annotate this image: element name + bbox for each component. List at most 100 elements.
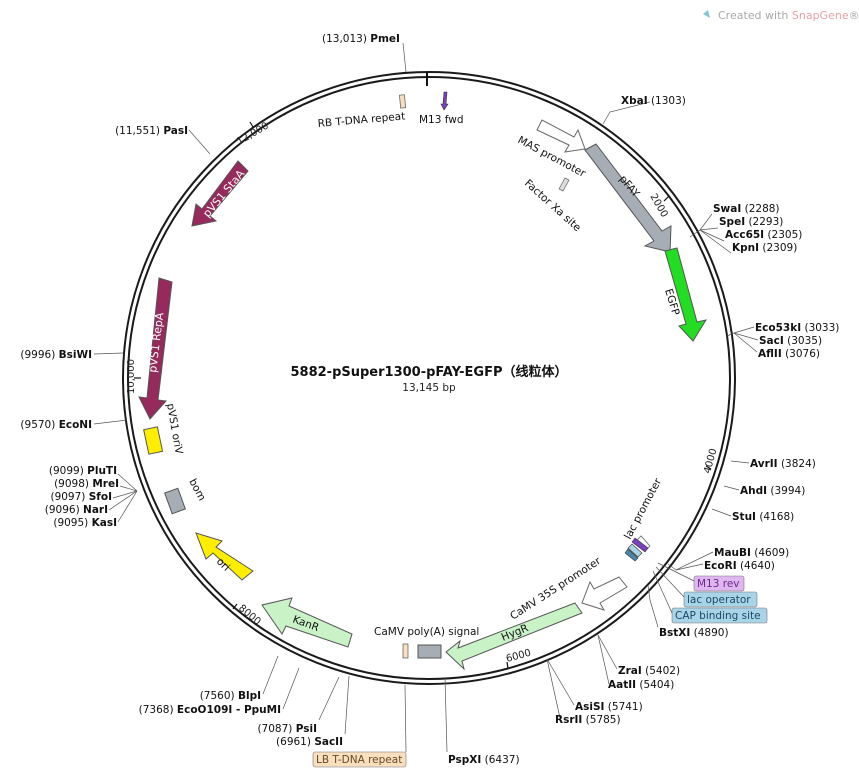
backbone-inner [127,76,731,680]
camv35s-arrow [581,576,628,611]
svg-text:(6961) SacII: (6961) SacII [276,736,343,748]
svg-text:Eco53kI (3033): Eco53kI (3033) [755,322,839,334]
svg-text:AflII (3076): AflII (3076) [758,348,820,360]
camv-polya-label: CaMV poly(A) signal [374,626,479,638]
hygr-arrow [445,602,583,671]
svg-text:SpeI (2293): SpeI (2293) [719,216,783,228]
site-bsiwi: (9996) BsiWI [20,349,92,361]
site-kpni: KpnI (2309) [732,242,797,254]
ruler-tick [232,603,238,610]
site-blpi: (7560) BlpI [200,690,261,702]
pfay-arrow [584,143,672,253]
svg-text:(9097) SfoI: (9097) SfoI [50,491,112,503]
ruler-tick [249,121,254,128]
backbone-outer [122,71,736,685]
svg-text:StuI (4168): StuI (4168) [732,511,794,523]
rb-tdna-label: RB T-DNA repeat [317,110,405,130]
m13-fwd-label: M13 fwd [419,114,464,126]
pvs1-repa-arrow [138,277,173,420]
m13-rev-tag: M13 rev [693,575,745,592]
m13-rev-arrow [631,537,649,553]
ruler [134,121,712,669]
site-spei: SpeI (2293) [719,216,783,228]
svg-text:(9095) KasI: (9095) KasI [53,517,117,529]
svg-text:SacI (3035): SacI (3035) [759,335,822,347]
watermark-text: Created with SnapGene® [718,9,859,22]
watermark: Created with SnapGene® [703,9,859,22]
rb-tdna-box [399,94,406,109]
svg-text:BstXI (4890): BstXI (4890) [659,627,729,639]
snapgene-logo-icon [703,10,710,18]
site-asisi: AsiSI (5741) [575,701,643,713]
lb-tdna-text: LB T-DNA repeat [316,754,402,766]
site-sfoi: (9097) SfoI [50,491,112,503]
grey-box-6400 [417,644,442,659]
svg-text:(7560) BlpI: (7560) BlpI [200,690,261,702]
lb-tdna-tag: LB T-DNA repeat [312,751,407,768]
site-avrii: AvrII (3824) [750,458,816,470]
egfp-arrow [664,247,708,342]
lac-promoter-label: lac promoter [622,476,664,542]
hygr-label: HygR [500,622,531,644]
kanr-arrow [261,597,353,648]
ruler-label-8000: 8000 [236,603,263,628]
site-rsrii: RsrII (5785) [555,714,621,726]
site-pluti: (9099) PluTI [49,465,117,477]
svg-text:AvrII (3824): AvrII (3824) [750,458,816,470]
svg-text:AsiSI (5741): AsiSI (5741) [575,701,643,713]
pvs1-oriv-label: pVS1 oriV [164,402,185,455]
site-ahdi: AhdI (3994) [740,485,805,497]
ruler-tick [506,661,509,669]
svg-text:PspXI (6437): PspXI (6437) [448,754,520,766]
site-zrai: ZraI (5402) [618,665,680,677]
site-pspxi: PspXI (6437) [448,754,520,766]
site-ecori: EcoRI (4640) [704,560,775,572]
site-saci: SacI (3035) [759,335,822,347]
svg-text:MauBI (4609): MauBI (4609) [714,547,789,559]
ruler-label-10000: 10,000 [126,359,137,394]
site-psii: (7087) PsiI [257,723,317,735]
svg-text:ZraI (5402): ZraI (5402) [618,665,680,677]
svg-text:(9096) NarI: (9096) NarI [45,504,108,516]
site-swai: SwaI (2288) [713,203,780,215]
svg-text:AatII (5404): AatII (5404) [608,679,674,691]
plasmid-name: 5882-pSuper1300-pFAY-EGFP（线粒体） [291,364,568,380]
svg-text:XbaI (1303): XbaI (1303) [621,95,686,107]
svg-text:(7087) PsiI: (7087) PsiI [257,723,317,735]
camv-polya-box [402,643,409,659]
site-eco0109i-ppumi: (7368) EcoO109I - PpuMI [139,704,281,716]
mas-promoter-arrow [536,119,586,153]
site-nari: (9096) NarI [45,504,108,516]
pvs1-staa-arrow [191,160,249,227]
ruler-tick [705,465,712,470]
svg-text:(9099) PluTI: (9099) PluTI [49,465,117,477]
ruler-label-4000: 4000 [702,447,719,474]
svg-text:SwaI (2288): SwaI (2288) [713,203,780,215]
svg-text:(9996) BsiWI: (9996) BsiWI [20,349,92,361]
svg-text:(7368) EcoO109I - PpuMI: (7368) EcoO109I - PpuMI [139,704,281,716]
ori-arrow [195,532,254,581]
cap-site-box [624,548,639,562]
site-xbai: XbaI (1303) [621,95,686,107]
svg-text:EcoRI (4640): EcoRI (4640) [704,560,775,572]
site-bstxi: BstXI (4890) [659,627,729,639]
lac-operator-tag: lac operator [683,591,758,608]
lac-operator-text: lac operator [687,594,751,606]
site-pasi: (11,551) PasI [115,125,188,137]
site-econi: (9570) EcoNI [20,419,92,431]
ruler-tick [663,195,670,202]
factor-xa-box [558,177,570,192]
svg-text:Acc65I (2305): Acc65I (2305) [725,229,802,241]
plasmid-length: 13,145 bp [402,382,456,394]
site-eco53ki: Eco53kI (3033) [755,322,839,334]
svg-text:AhdI (3994): AhdI (3994) [740,485,805,497]
site-aatii: AatII (5404) [608,679,674,691]
pvs1-oriv-box [143,426,164,455]
m13-rev-text: M13 rev [697,578,740,590]
site-maubi: MauBI (4609) [714,547,789,559]
connector-lines [93,42,759,753]
svg-text:KpnI (2309): KpnI (2309) [732,242,797,254]
cap-site-tag: CAP binding site [671,607,768,624]
cap-site-text: CAP binding site [675,610,761,622]
ruler-label-12000: 12,000 [235,121,271,148]
